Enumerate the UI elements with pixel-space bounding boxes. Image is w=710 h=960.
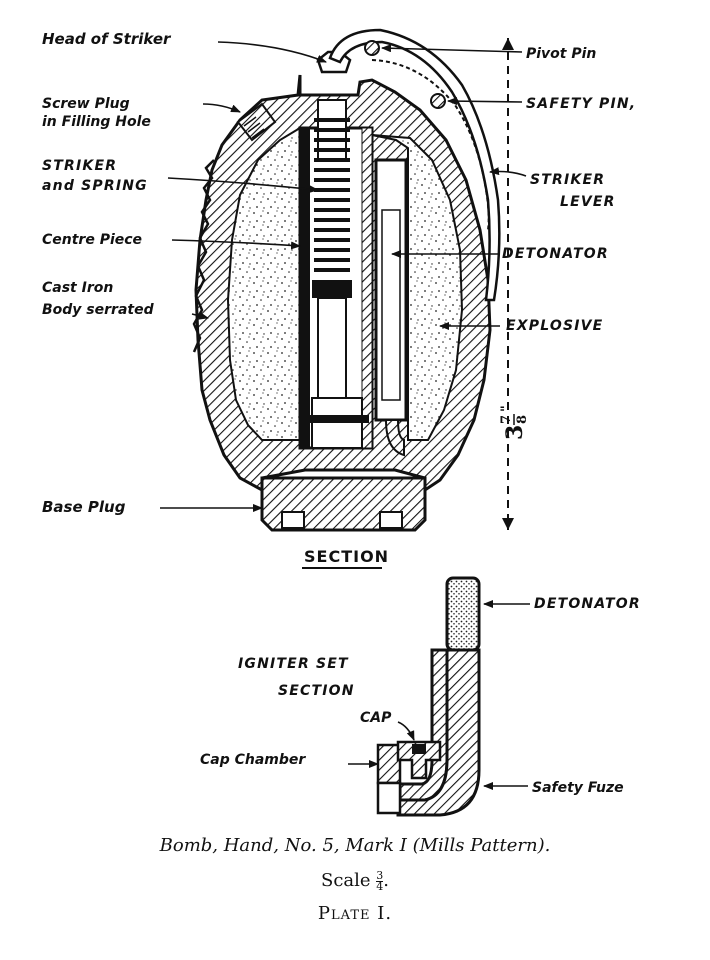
igniter-leaders: [348, 600, 530, 790]
label-screw-plug-2: in Filling Hole: [42, 114, 151, 130]
igniter-set: [376, 576, 481, 817]
igniter-title-1: IGNITER SET: [238, 656, 349, 672]
label-base-plug: Base Plug: [42, 498, 126, 516]
explosive-fill: [226, 126, 301, 441]
label-striker-lever-2: LEVER: [560, 194, 616, 210]
striker-and-spring: [312, 99, 352, 399]
label-cap-chamber: Cap Chamber: [200, 752, 306, 768]
label-pivot-pin: Pivot Pin: [526, 46, 596, 62]
screw-plug: [236, 102, 277, 142]
caption-title: Bomb, Hand, No. 5, Mark I (Mills Pattern…: [159, 835, 551, 856]
igniter-detonator: [445, 576, 481, 652]
label-cast-iron-2: Body serrated: [42, 302, 155, 318]
caption-plate: Plate I.: [317, 903, 393, 924]
dimension-numerator: 7: [499, 415, 514, 424]
scale-suffix: .: [383, 870, 390, 891]
height-dimension: 3 7 8 ": [499, 38, 530, 530]
dimension-unit-mark: ": [499, 405, 514, 412]
cap: [396, 740, 442, 780]
label-striker-spring-1: STRIKER: [42, 158, 117, 174]
pivot-pin: [364, 40, 380, 56]
section-title: SECTION: [304, 547, 389, 566]
label-safety-pin: SAFETY PIN,: [526, 96, 636, 112]
label-striker-spring-2: and SPRING: [42, 178, 148, 194]
scale-numerator: 3: [376, 868, 384, 882]
serrations: [192, 159, 215, 353]
igniter-title-2: SECTION: [278, 683, 355, 699]
dimension-whole: 3: [502, 425, 528, 440]
label-igniter-detonator: DETONATOR: [534, 596, 641, 612]
right-leaders: [381, 44, 527, 330]
scale-denominator: 4: [376, 879, 384, 893]
label-safety-fuze: Safety Fuze: [532, 780, 624, 796]
label-cast-iron-1: Cast Iron: [42, 280, 113, 296]
scale-prefix: Scale: [320, 870, 371, 891]
label-striker-lever-1: STRIKER: [530, 172, 605, 188]
left-leaders: [160, 41, 327, 512]
explosive-fill-right: [371, 134, 464, 441]
label-screw-plug-1: Screw Plug: [42, 96, 130, 112]
safety-pin: [430, 93, 446, 109]
label-explosive: EXPLOSIVE: [506, 318, 603, 334]
grenade-section: [192, 28, 501, 532]
label-head-of-striker: Head of Striker: [42, 30, 172, 48]
label-detonator: DETONATOR: [502, 246, 609, 262]
label-cap: CAP: [360, 710, 392, 726]
cap-chamber: [376, 743, 402, 785]
label-centre-piece: Centre Piece: [42, 232, 142, 248]
dimension-denominator: 8: [515, 415, 530, 424]
